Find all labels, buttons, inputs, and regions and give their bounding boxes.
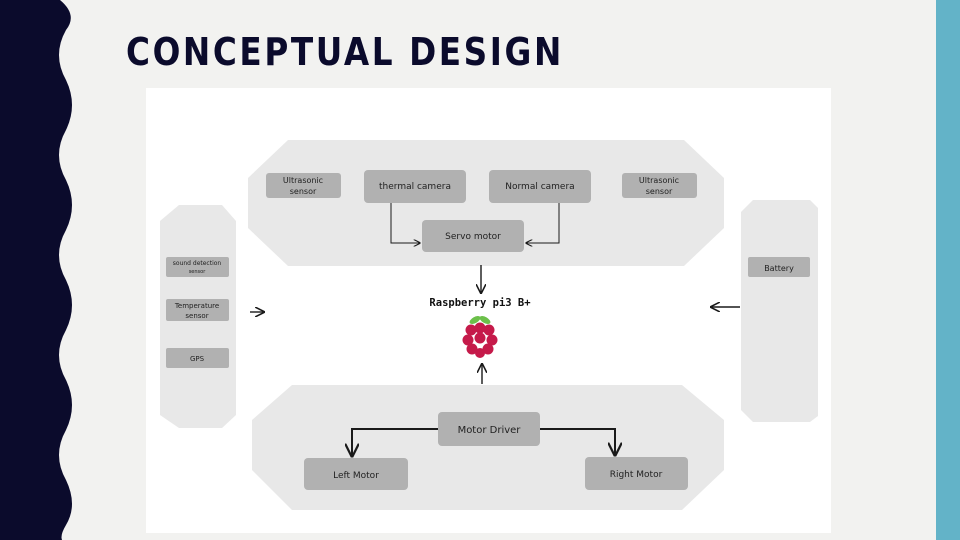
bottom-motor-panel [252,385,724,510]
gps-box: GPS [166,348,229,368]
ultrasonic-sensor-right-box: Ultrasonic sensor [622,173,697,198]
ultrasonic-sensor-left-box: Ultrasonic sensor [266,173,341,198]
servo-motor-box: Servo motor [422,220,524,252]
sound-sensor-line1: sound detection [173,260,222,267]
motor-driver-label: Motor Driver [458,425,522,436]
temperature-sensor-line1: Temperature [174,302,219,310]
diagram-figure: Ultrasonic sensor thermal camera Normal … [146,88,831,533]
battery-box: Battery [748,257,810,277]
normal-camera-label: Normal camera [505,182,574,192]
ultrasonic-left-line1: Ultrasonic [283,176,323,185]
thermal-camera-label: thermal camera [379,182,451,192]
right-motor-box: Right Motor [585,457,688,490]
sound-detection-sensor-box: sound detection sensor [166,257,229,277]
temperature-sensor-line2: sensor [185,312,208,320]
raspberry-pi-logo-icon [462,316,498,358]
motor-driver-box: Motor Driver [438,412,540,446]
raspberry-pi-board-label: Raspberry pi3 B+ [429,297,530,309]
gps-label: GPS [190,355,205,363]
ultrasonic-right-line1: Ultrasonic [639,176,679,185]
wavy-sidebar-shape [0,0,72,540]
accent-side-band [936,0,960,540]
ultrasonic-right-line2: sensor [646,187,673,196]
driver-to-left-motor-arrow [352,428,438,456]
right-motor-label: Right Motor [610,470,663,480]
normal-to-servo-arrow [526,203,560,243]
sound-sensor-line2: sensor [189,269,207,275]
driver-to-right-motor-arrow [540,428,615,455]
right-power-panel [741,200,818,422]
ultrasonic-left-line2: sensor [290,187,317,196]
left-motor-box: Left Motor [304,458,408,490]
temperature-sensor-box: Temperature sensor [166,299,229,321]
conceptual-design-diagram: Ultrasonic sensor thermal camera Normal … [160,140,818,510]
left-motor-label: Left Motor [333,471,379,481]
battery-label: Battery [764,264,794,273]
slide-title: CONCEPTUAL DESIGN [126,30,564,74]
servo-motor-label: Servo motor [445,232,501,242]
thermal-to-servo-arrow [390,203,420,243]
wavy-sidebar-band [0,0,72,540]
normal-camera-box: Normal camera [489,170,591,203]
thermal-camera-box: thermal camera [364,170,466,203]
